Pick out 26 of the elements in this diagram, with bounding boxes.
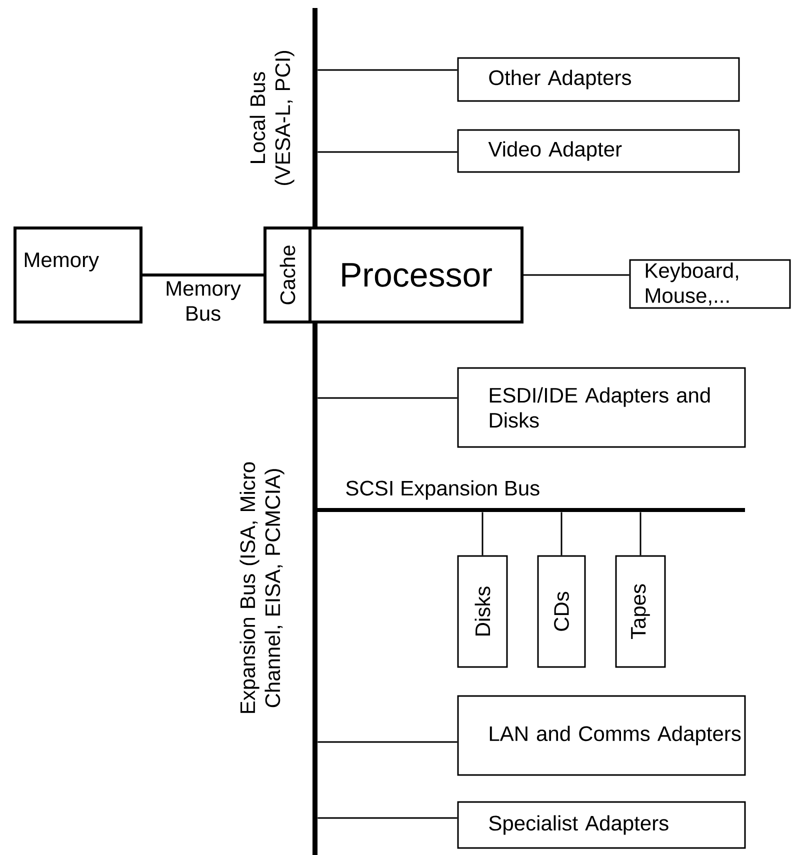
connector-line <box>640 512 642 556</box>
component-box: ESDI/IDE Adapters and Disks <box>457 367 746 448</box>
bus-label: SCSI Expansion Bus <box>346 480 540 500</box>
component-box: Specialist Adapters <box>457 801 746 849</box>
component-box: Disks <box>457 555 508 668</box>
connector-line <box>318 741 458 743</box>
connector-line <box>524 274 630 276</box>
component-box: LAN and Comms Adapters <box>457 695 746 776</box>
bus-label: Memory Bus <box>166 281 241 321</box>
component-box: Video Adapter <box>457 129 740 173</box>
component-box: Other Adapters <box>457 57 740 102</box>
bus-label: Expansion Bus (ISA, Micro Channel, EISA, PCMCIA) <box>240 462 284 713</box>
component-box: CDs <box>537 555 586 668</box>
connector-line <box>142 274 264 276</box>
bus-label: Local Bus (VESA-L, PCI) <box>250 51 294 185</box>
component-box: Tapes <box>615 555 666 668</box>
component-box: Memory <box>14 226 142 324</box>
connector-line <box>560 512 562 556</box>
connector-line <box>318 69 458 71</box>
connector-line <box>318 817 458 819</box>
connector-line <box>482 512 484 556</box>
component-box: Keyboard, Mouse,... <box>629 259 791 309</box>
connector-line <box>318 397 458 399</box>
connector-line <box>318 151 458 153</box>
processor-box: Processor <box>308 226 524 324</box>
component-box: Cache <box>264 226 312 324</box>
